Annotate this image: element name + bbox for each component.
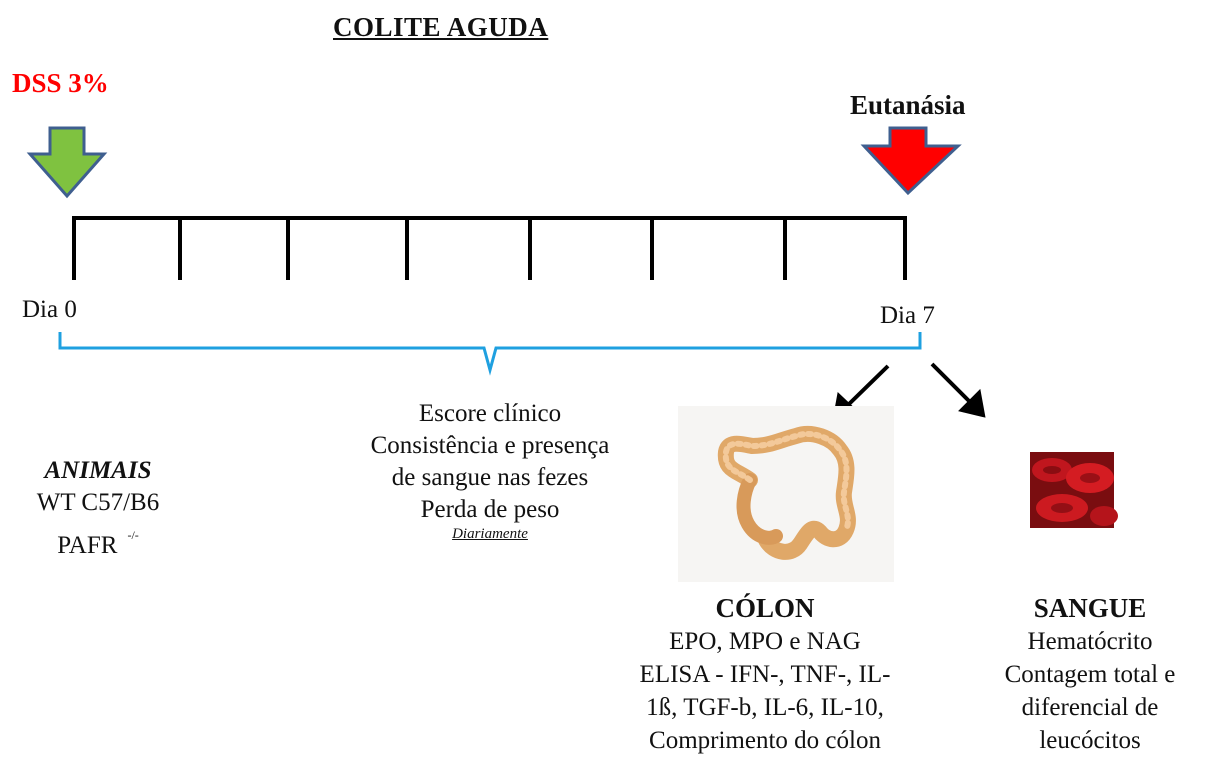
end-arrow: [864, 128, 958, 193]
daily-measurements: Escore clínico Consistência e presença d…: [300, 398, 680, 542]
animal-strain-name: PAFR: [57, 532, 117, 559]
blood-analysis-line: leucócitos: [975, 724, 1205, 757]
animal-strain: PAFR -/-: [18, 519, 178, 562]
start-day-label: Dia 0: [22, 296, 77, 324]
diagram-title: COLITE AGUDA: [333, 12, 548, 43]
arrow-to-blood: [932, 364, 970, 402]
colon-analysis-line: 1ß, TGF-b, IL-6, IL-10,: [590, 691, 940, 724]
colon-analysis-line: Comprimento do cólon: [590, 724, 940, 757]
animals-header: ANIMAIS: [18, 455, 178, 487]
colon-analysis-line: EPO, MPO e NAG: [590, 625, 940, 658]
period-brace: [60, 332, 920, 370]
blood-analysis-line: Hematócrito: [975, 625, 1205, 658]
colon-analyses: CÓLON EPO, MPO e NAG ELISA - IFN-, TNF-,…: [590, 592, 940, 757]
timeline: [72, 216, 907, 280]
blood-image: [1030, 452, 1118, 528]
measurement-line: Consistência e presença: [300, 430, 680, 462]
blood-analyses: SANGUE Hematócrito Contagem total e dife…: [975, 592, 1205, 757]
blood-analysis-line: diferencial de: [975, 691, 1205, 724]
measurement-line: Escore clínico: [300, 398, 680, 430]
blood-analysis-line: Contagem total e: [975, 658, 1205, 691]
animal-strain-genotype: -/-: [127, 528, 138, 542]
start-label: DSS 3%: [12, 68, 109, 99]
end-label: Eutanásia: [850, 90, 966, 121]
start-arrow: [30, 128, 104, 196]
arrow-to-colon: [848, 366, 888, 405]
colon-analysis-line: ELISA - IFN-, TNF-, IL-: [590, 658, 940, 691]
measurement-frequency: Diariamente: [300, 526, 680, 542]
animals-block: ANIMAIS WT C57/B6 PAFR -/-: [18, 455, 178, 562]
colon-image: [678, 406, 894, 582]
end-day-label: Dia 7: [880, 302, 935, 330]
blood-header: SANGUE: [975, 592, 1205, 625]
measurement-line: Perda de peso: [300, 494, 680, 526]
colon-header: CÓLON: [590, 592, 940, 625]
animal-strain: WT C57/B6: [18, 487, 178, 519]
measurement-line: de sangue nas fezes: [300, 462, 680, 494]
